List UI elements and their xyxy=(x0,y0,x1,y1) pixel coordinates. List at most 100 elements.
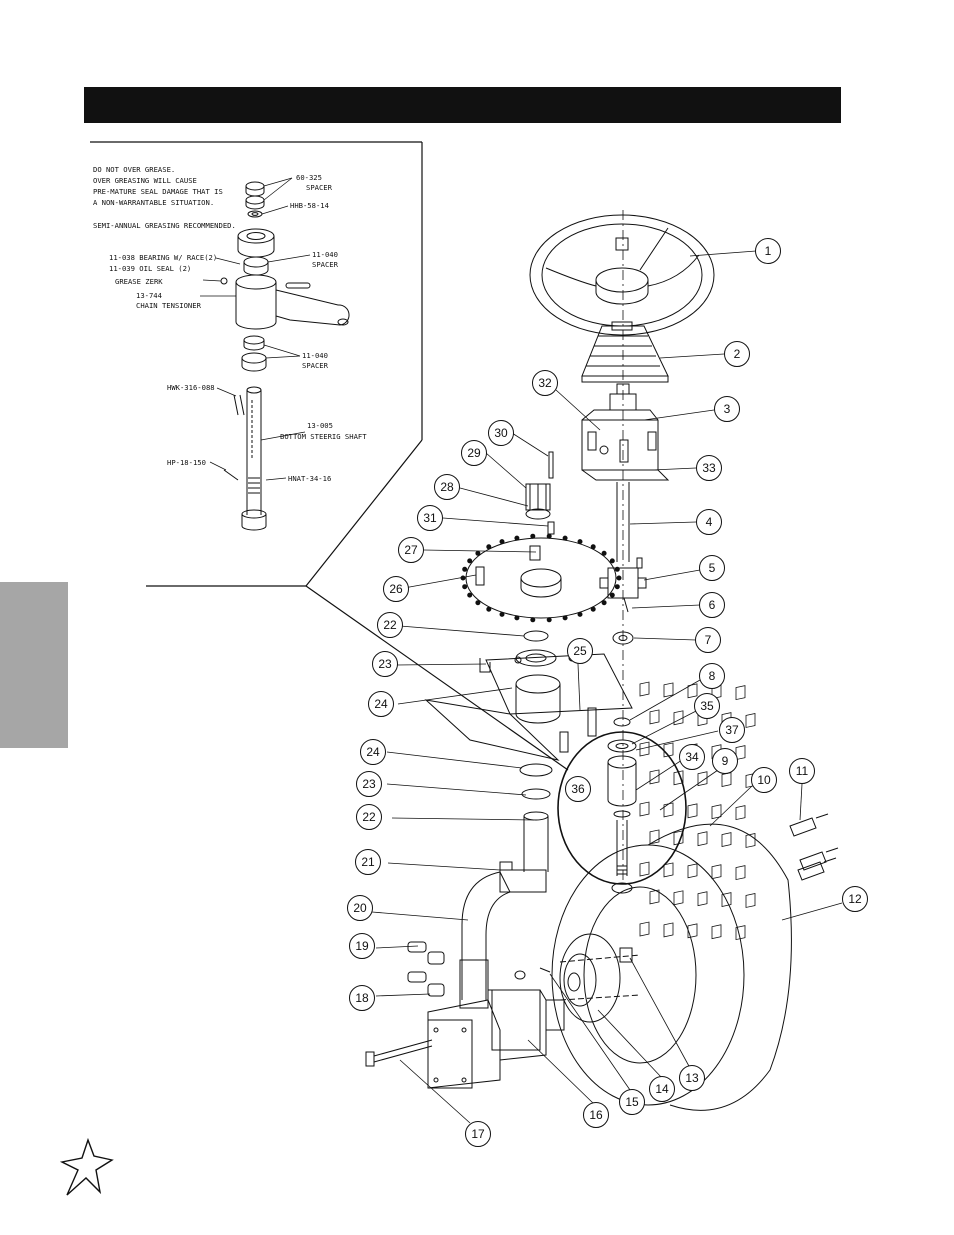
callout-16: 16 xyxy=(589,1108,603,1122)
upper-shaft xyxy=(616,482,630,562)
hex-nut xyxy=(612,631,634,645)
callout-circle-30 xyxy=(488,420,514,446)
sprocket-tooth xyxy=(514,615,520,621)
tire-tread-lug xyxy=(639,861,650,877)
lower-stack xyxy=(519,763,553,872)
callout-29: 29 xyxy=(467,446,481,460)
label-oil-seal: 11-039 OIL SEAL (2) xyxy=(109,264,191,273)
tire-tread-lug xyxy=(735,805,746,821)
callout-28: 28 xyxy=(440,480,454,494)
plate-bolts xyxy=(559,707,597,753)
callout-circle-3 xyxy=(714,396,740,422)
callout-circle-23 xyxy=(372,651,398,677)
callout-11: 11 xyxy=(796,764,809,778)
callout-5: 5 xyxy=(709,561,716,575)
label-60-325: 60-325 xyxy=(296,173,322,182)
tire-tread-lug xyxy=(745,713,756,728)
label-hnat: HNAT-34-16 xyxy=(288,474,331,483)
sprocket-tooth xyxy=(499,611,505,617)
label-grease-zerk: GREASE ZERK xyxy=(115,277,163,286)
label-hp: HP-18-150 xyxy=(167,458,206,467)
callout-circle-24 xyxy=(360,739,386,765)
sprocket-tooth xyxy=(609,558,615,564)
callout-circle-2 xyxy=(724,341,750,367)
label-11-040a-desc: SPACER xyxy=(312,260,339,269)
detail-shaft xyxy=(607,717,637,894)
label-13-005-desc: BOTTOM STEERIG SHAFT xyxy=(280,432,367,441)
note-line-5: SEMI-ANNUAL GREASING RECOMMENDED. xyxy=(93,221,236,230)
callout-23: 23 xyxy=(378,657,392,671)
detail-circle xyxy=(557,731,687,885)
tire-tread-lug xyxy=(639,681,650,697)
tire-tread-lug xyxy=(697,831,708,847)
callout-circle-21 xyxy=(355,849,381,875)
tire-tread-lug xyxy=(735,865,746,881)
callout-13: 13 xyxy=(685,1071,699,1085)
callout-circle-6 xyxy=(699,592,725,618)
sprocket-tooth xyxy=(546,617,552,623)
tire-tread-lug xyxy=(745,833,756,848)
sprocket-tooth xyxy=(614,566,620,572)
tire-tread-lug xyxy=(649,769,660,785)
callout-32: 32 xyxy=(538,376,552,390)
note-line-3: PRE-MATURE SEAL DAMAGE THAT IS xyxy=(93,187,223,196)
tire-tread-lug xyxy=(721,772,732,788)
tire-tread-lug xyxy=(663,802,674,818)
callout-circle-7 xyxy=(695,627,721,653)
leader-lines xyxy=(371,250,843,1124)
callout-17: 17 xyxy=(471,1127,485,1141)
tire-tread-lug xyxy=(721,832,732,848)
label-11-040a: 11-040 xyxy=(312,250,338,259)
tire-tread-lug xyxy=(639,801,650,817)
callout-20: 20 xyxy=(353,901,367,915)
callout-18: 18 xyxy=(355,991,369,1005)
callout-15: 15 xyxy=(625,1095,639,1109)
callout-4: 4 xyxy=(706,515,713,529)
callout-circle-29 xyxy=(461,440,487,466)
callout-circle-34 xyxy=(679,744,705,770)
sprocket-tooth xyxy=(467,558,473,564)
tire-tread-lug xyxy=(663,682,674,698)
callout-26: 26 xyxy=(389,582,403,596)
callout-circle-32 xyxy=(532,370,558,396)
inset-notes: DO NOT OVER GREASE. OVER GREASING WILL C… xyxy=(93,165,236,230)
callout-2: 2 xyxy=(734,347,741,361)
callout-8: 8 xyxy=(709,669,716,683)
steering-boot xyxy=(581,321,669,383)
callout-circle-11 xyxy=(789,758,815,784)
sprocket-tooth xyxy=(546,533,552,539)
sprocket-tooth xyxy=(514,535,520,541)
callout-circle-8 xyxy=(699,663,725,689)
sprocket-tooth xyxy=(590,544,596,550)
callout-12: 12 xyxy=(848,892,862,906)
sprocket-tooth xyxy=(486,544,492,550)
label-hhb: HHB-58-14 xyxy=(290,201,329,210)
side-tab xyxy=(0,582,68,748)
callout-37: 37 xyxy=(725,723,739,737)
label-hwk: HWK-316-088 xyxy=(167,383,215,392)
callout-24: 24 xyxy=(374,697,388,711)
callout-27: 27 xyxy=(404,543,418,557)
lug-bolts xyxy=(789,813,839,881)
callout-circle-13 xyxy=(679,1065,705,1091)
callout-24: 24 xyxy=(366,745,380,759)
sprocket-tooth xyxy=(462,566,468,572)
callout-circle-18 xyxy=(349,985,375,1011)
tire-tread-lug xyxy=(697,891,708,907)
sprocket xyxy=(465,537,617,619)
callout-circle-9 xyxy=(712,748,738,774)
callout-circle-25 xyxy=(567,638,593,664)
sprocket-tooth xyxy=(616,575,622,581)
callout-circle-27 xyxy=(398,537,424,563)
callout-33: 33 xyxy=(702,461,716,475)
sprocket-tooth xyxy=(577,611,583,617)
inset-frame xyxy=(90,141,569,771)
tire-tread-lug xyxy=(663,862,674,878)
inset-labels: 60-325 SPACER HHB-58-14 11-040 SPACER 11… xyxy=(109,173,367,483)
sprocket-tooth xyxy=(601,600,607,606)
callout-circle-1 xyxy=(755,238,781,264)
sprocket-tooth xyxy=(601,550,607,556)
tire-tread-lug xyxy=(745,893,756,908)
callout-circle-5 xyxy=(699,555,725,581)
